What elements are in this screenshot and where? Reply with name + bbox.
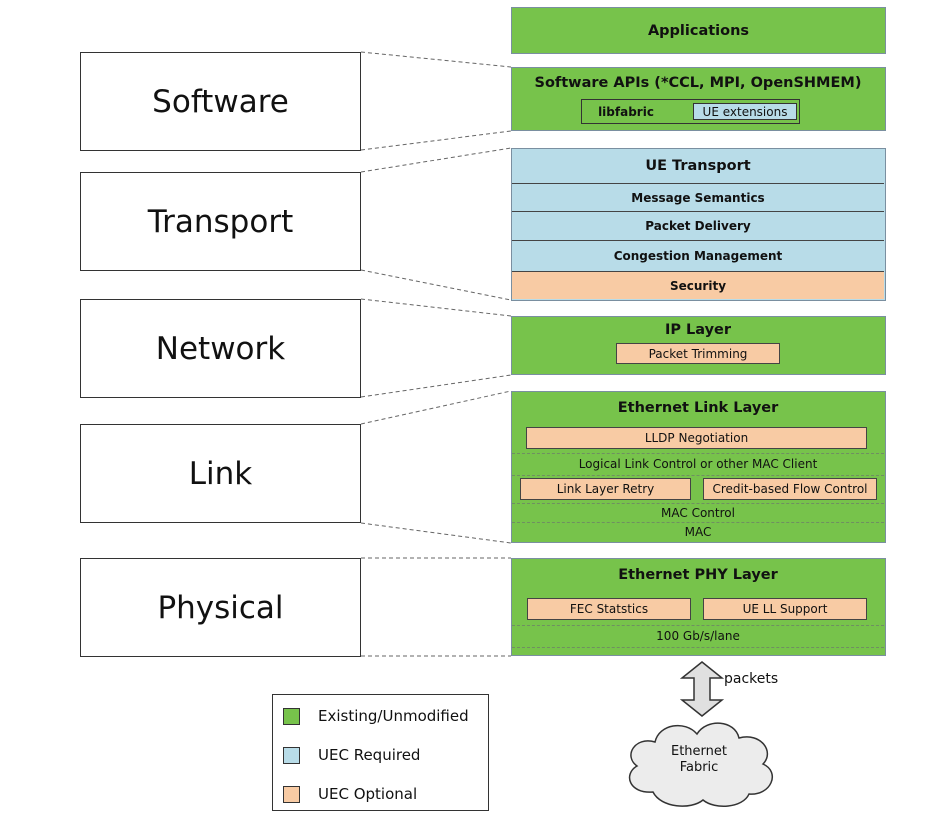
fec-statistics-box: FEC Statstics (527, 598, 691, 620)
applications-block: Applications (511, 7, 886, 54)
ip-layer-title: IP Layer (664, 322, 732, 338)
legend: Existing/Unmodified UEC Required UEC Opt… (272, 694, 489, 811)
lane-speed-row: 100 Gb/s/lane (656, 629, 740, 643)
layer-network-label: Network (155, 330, 286, 367)
layer-network: Network (80, 299, 361, 398)
message-semantics-row: Message Semantics (512, 183, 884, 212)
divider (512, 453, 884, 454)
layer-link: Link (80, 424, 361, 523)
legend-label: UEC Required (318, 746, 421, 764)
cloud-line-1: Ethernet (671, 744, 727, 759)
ue-extensions-box: UE extensions (693, 103, 797, 120)
credit-flow-control-box: Credit-based Flow Control (703, 478, 877, 500)
packet-delivery-row: Packet Delivery (512, 212, 884, 241)
layer-physical: Physical (80, 558, 361, 657)
ue-transport-block: UE Transport Message Semantics Packet De… (511, 148, 886, 301)
layer-transport: Transport (80, 172, 361, 271)
libfabric-label: libfabric (598, 104, 654, 119)
packets-label: packets (724, 671, 779, 687)
security-row: Security (512, 272, 884, 299)
legend-swatch-peach (283, 785, 300, 803)
lldp-negotiation-box: LLDP Negotiation (526, 427, 867, 449)
software-apis-block: Software APIs (*CCL, MPI, OpenSHMEM) lib… (511, 67, 886, 131)
divider (512, 522, 884, 523)
ethernet-phy-title: Ethernet PHY Layer (618, 567, 778, 583)
libfabric-box: libfabric UE extensions (581, 99, 800, 124)
mac-control-row: MAC Control (661, 506, 735, 520)
applications-label: Applications (647, 22, 750, 39)
layer-link-label: Link (188, 455, 253, 492)
legend-item: Existing/Unmodified (283, 707, 469, 725)
cloud-line-2: Fabric (679, 760, 719, 775)
ethernet-link-title: Ethernet Link Layer (617, 400, 779, 416)
ethernet-phy-block: Ethernet PHY Layer FEC Statstics UE LL S… (511, 558, 886, 656)
link-layer-retry-box: Link Layer Retry (520, 478, 691, 500)
cloud-icon (628, 722, 774, 807)
divider (512, 503, 884, 504)
legend-item: UEC Required (283, 746, 420, 764)
layer-software: Software (80, 52, 361, 151)
congestion-management-row: Congestion Management (512, 241, 884, 272)
legend-label: UEC Optional (318, 785, 418, 803)
ue-ll-support-box: UE LL Support (703, 598, 867, 620)
ue-transport-title: UE Transport (645, 158, 751, 174)
divider (512, 475, 884, 476)
double-arrow-icon (679, 661, 725, 717)
layer-software-label: Software (152, 83, 289, 120)
legend-swatch-blue (283, 746, 300, 764)
cloud-text: Ethernet Fabric (640, 738, 758, 782)
llc-row: Logical Link Control or other MAC Client (578, 457, 818, 471)
legend-label: Existing/Unmodified (318, 707, 469, 725)
divider (512, 647, 884, 648)
software-apis-title: Software APIs (*CCL, MPI, OpenSHMEM) (534, 75, 862, 91)
layer-transport-label: Transport (147, 203, 294, 240)
packet-trimming-box: Packet Trimming (616, 343, 780, 364)
ethernet-link-block: Ethernet Link Layer LLDP Negotiation Log… (511, 391, 886, 543)
ip-layer-block: IP Layer Packet Trimming (511, 316, 886, 375)
legend-swatch-green (283, 707, 300, 725)
legend-item: UEC Optional (283, 785, 417, 803)
layer-physical-label: Physical (157, 589, 284, 626)
mac-row: MAC (684, 525, 712, 539)
divider (512, 625, 884, 626)
